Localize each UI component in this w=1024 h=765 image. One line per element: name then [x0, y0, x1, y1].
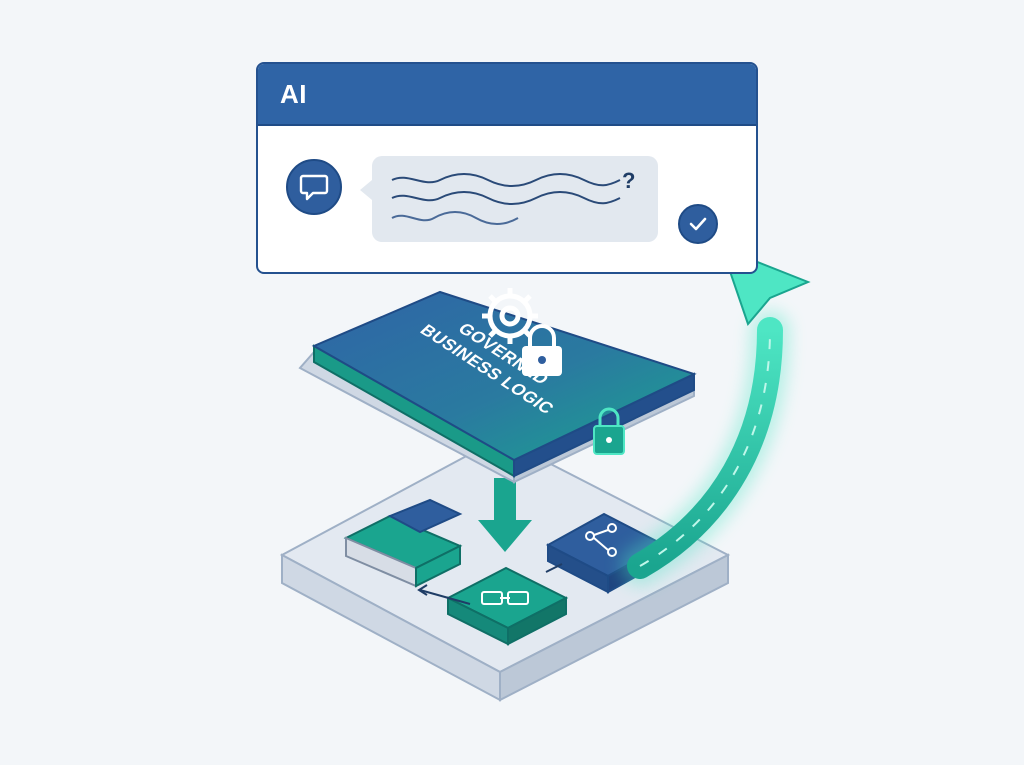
check-icon — [678, 204, 718, 244]
base-platform — [279, 436, 731, 702]
ai-window-title: AI — [280, 78, 307, 109]
ai-chat-window: AI ? — [256, 62, 758, 274]
down-arrow — [478, 478, 532, 552]
network-nodes-icon — [585, 523, 617, 557]
module-connectors — [417, 563, 563, 605]
chain-link-icon — [481, 591, 529, 605]
question-mark: ? — [622, 168, 636, 193]
side-padlock-icon — [593, 407, 625, 455]
padlock-icon — [522, 324, 562, 376]
module-block-left — [343, 498, 463, 588]
chat-message-bubble — [360, 156, 658, 242]
message-squiggle-lines — [391, 173, 621, 225]
ai-window-titlebar: AI — [258, 64, 756, 126]
chat-bubble-icon — [286, 159, 342, 215]
